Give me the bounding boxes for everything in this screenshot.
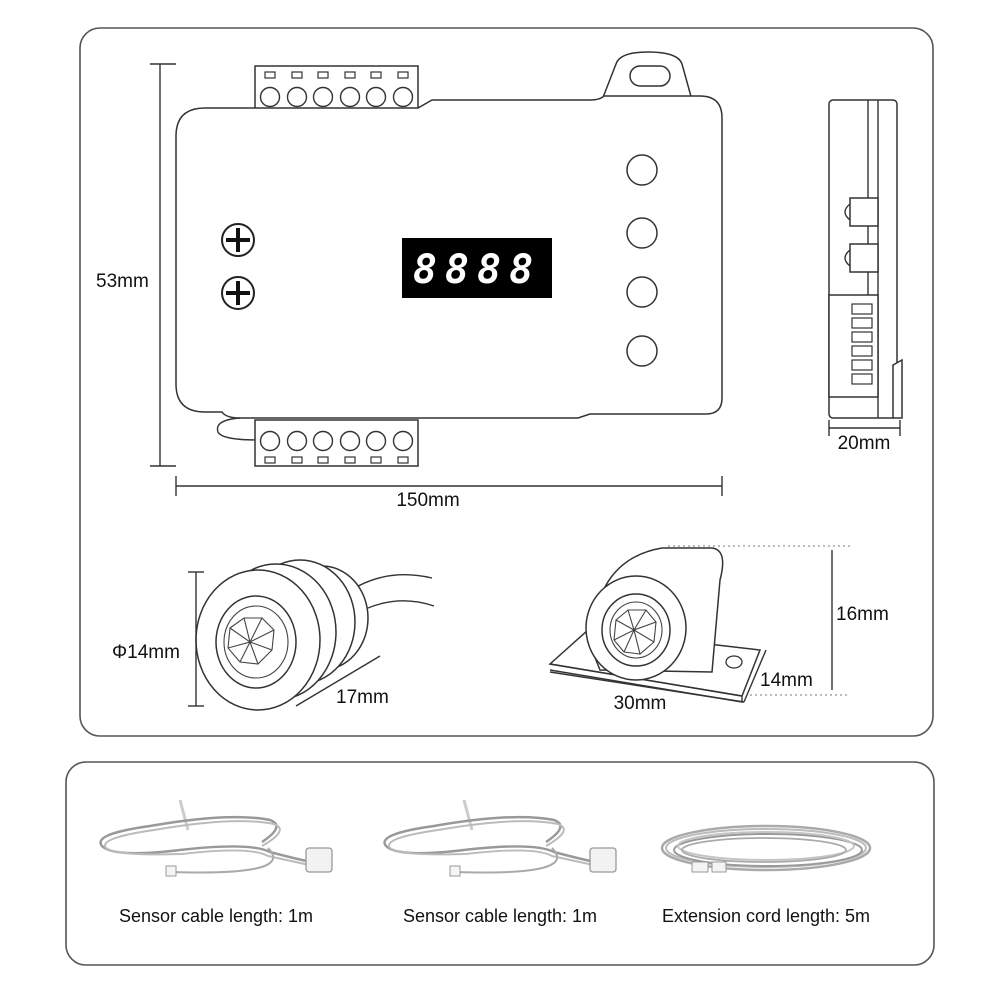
terminal-screws-top (259, 86, 414, 108)
terminal-slots-bottom (264, 456, 409, 464)
round-sensor-diameter-label: Φ14mm (112, 642, 180, 663)
fresnel-lens (223, 605, 289, 679)
width-label: 150mm (396, 490, 459, 511)
sensor-cable-icon (383, 799, 617, 877)
round-sensor-length-label: 17mm (336, 687, 389, 708)
cable-caption-3: Extension cord length: 5m (662, 906, 870, 926)
terminal-block-bottom (254, 419, 419, 467)
circle-button-icon[interactable] (626, 276, 658, 308)
round-sensor (195, 559, 435, 711)
mounting-slot (629, 65, 671, 87)
circle-button-icon[interactable] (626, 335, 658, 367)
display-digits: 8888 (413, 247, 541, 293)
mount-fresnel-lens (609, 601, 663, 659)
plus-screw-icon (221, 276, 255, 310)
round-sensor-length-dimension: 17mm (295, 655, 389, 708)
depth-dimension: 20mm (828, 420, 901, 454)
depth-label: 20mm (838, 433, 891, 454)
mount-sensor-height-dimension: 16mm (668, 545, 889, 696)
bottom-panel-frame (65, 761, 935, 966)
terminal-screws-bottom (259, 430, 414, 452)
width-dimension: 150mm (175, 476, 723, 511)
wire-stub (216, 417, 259, 441)
circle-button-icon[interactable] (626, 154, 658, 186)
cable-caption-1: Sensor cable length: 1m (119, 906, 313, 926)
extension-cord-icon (660, 824, 872, 873)
terminal-slots-top (264, 71, 409, 79)
controller-side-view (828, 99, 903, 419)
controller-front-view: 8888 (175, 51, 723, 467)
round-sensor-diameter-dimension: Φ14mm (112, 571, 204, 707)
sensor-cable-icon (99, 799, 333, 877)
circle-button-icon[interactable] (626, 217, 658, 249)
cable-caption-2: Sensor cable length: 1m (403, 906, 597, 926)
height-dimension: 53mm (96, 63, 176, 467)
height-label: 53mm (96, 271, 149, 292)
mount-sensor-width-label: 30mm (614, 693, 667, 714)
mount-sensor-depth-dimension: 14mm (743, 649, 813, 703)
mount-sensor-width-dimension: 30mm (549, 671, 745, 714)
mount-sensor-depth-label: 14mm (760, 670, 813, 691)
plus-screw-icon (221, 223, 255, 257)
led-display: 8888 (402, 238, 552, 298)
mount-sensor-height-label: 16mm (836, 604, 889, 625)
terminal-block-top (254, 65, 419, 113)
